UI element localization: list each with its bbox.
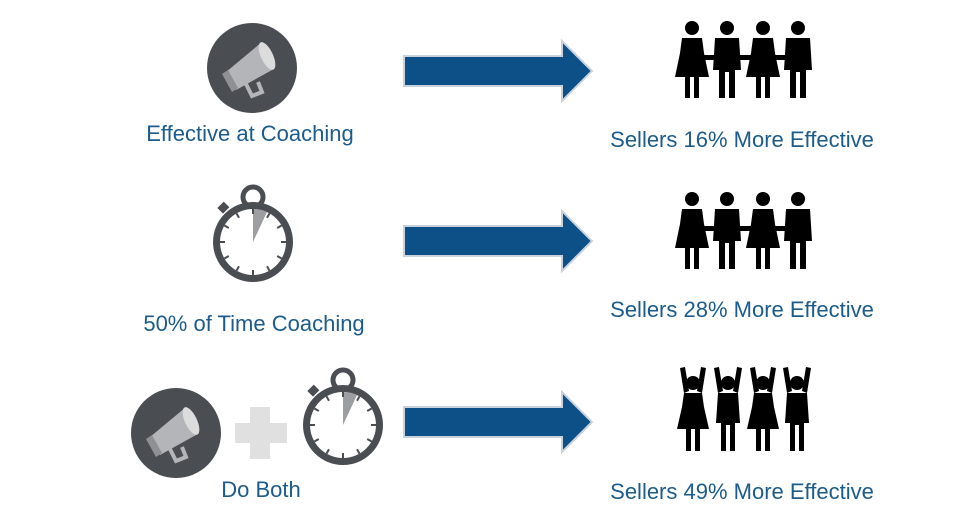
row-2-left-label: 50% of Time Coaching <box>143 311 365 336</box>
megaphone-icon <box>205 21 299 115</box>
row-1-left-label: Effective at Coaching <box>146 121 354 146</box>
row-3-left-label: Do Both <box>221 477 301 502</box>
row-2-right-label: Sellers 28% More Effective <box>610 297 874 322</box>
arrow-right-icon <box>403 40 593 102</box>
celebrating-people-icon <box>665 358 825 468</box>
stopwatch-icon <box>293 365 393 485</box>
people-icon <box>665 15 825 115</box>
people-icon <box>665 186 825 286</box>
arrow-right-icon <box>403 210 593 272</box>
row-1-right-label: Sellers 16% More Effective <box>610 127 874 152</box>
row-3-right-label: Sellers 49% More Effective <box>610 479 874 504</box>
megaphone-icon <box>129 386 223 480</box>
arrow-right-icon <box>403 391 593 453</box>
stopwatch-icon <box>198 180 308 310</box>
plus-icon <box>235 407 287 459</box>
